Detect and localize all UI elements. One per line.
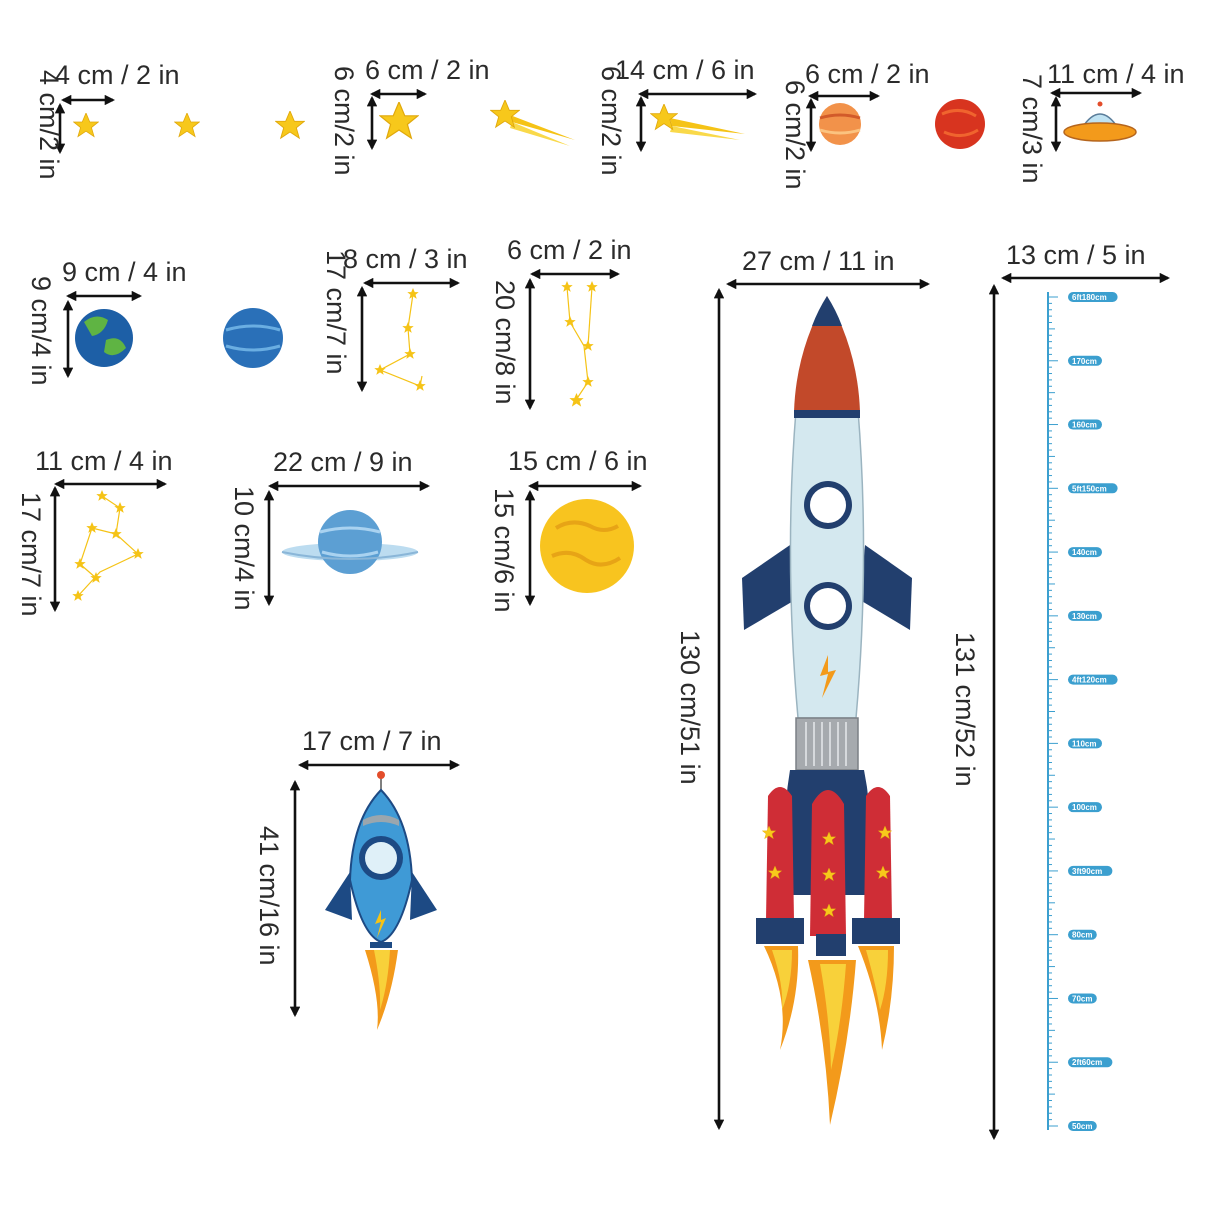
ruler-label-pill (1068, 483, 1118, 494)
ufo-width-label: 11 cm / 4 in (1047, 59, 1185, 89)
constellation-icon (374, 288, 426, 391)
saturn-icon (281, 510, 419, 574)
ruler-label-pill (1068, 1121, 1097, 1131)
height-chart-sticker: 13 cm / 5 in 131 cm/52 in 6ft180cm 170cm 1… (950, 240, 1171, 1141)
ruler-label-pill (1068, 292, 1118, 302)
ruler-label-pill (1068, 993, 1097, 1004)
constellation-c-width-label: 11 cm / 4 in (35, 446, 173, 476)
ruler-label: 80cm (1072, 931, 1092, 940)
sun-width-label: 15 cm / 6 in (508, 446, 648, 476)
constellation-a-width-label: 8 cm / 3 in (343, 244, 468, 274)
ruler-label-pill (1068, 419, 1102, 430)
big-rocket-width-label: 27 cm / 11 in (742, 246, 895, 276)
constellation-b-height-label: 20 cm/8 in (490, 280, 520, 405)
ufo-icon (1063, 101, 1137, 142)
ruler-label: 6ft180cm (1072, 293, 1107, 302)
small-rocket-icon (325, 771, 437, 1030)
ruler-label: 140cm (1072, 548, 1097, 557)
constellation-c-height-label: 17 cm/7 in (16, 492, 46, 617)
ruler-label-pill (1068, 738, 1102, 749)
big-rocket-icon (742, 296, 912, 1125)
ruler-label: 100cm (1072, 803, 1097, 812)
ruler-label: 4ft120cm (1072, 676, 1107, 685)
ufo-height-label: 7 cm/3 in (1017, 74, 1047, 184)
earth-icon (75, 309, 133, 367)
ruler-label-pill (1068, 610, 1102, 621)
ruler-label-pill (1068, 355, 1102, 366)
height-chart-width-label: 13 cm / 5 in (1006, 240, 1146, 270)
small-planets-height-label: 6 cm/2 in (780, 80, 810, 190)
ruler-label: 3ft90cm (1072, 867, 1102, 876)
star-icon (174, 113, 200, 137)
big-rocket-height-label: 130 cm/51 in (675, 630, 705, 785)
ruler-label-pill (1068, 865, 1113, 876)
ruler-label: 110cm (1072, 739, 1096, 748)
ruler-label: 170cm (1072, 357, 1097, 366)
height-ruler: 6ft180cm 170cm 160cm 5ft150cm 140cm 130cm 4ft1… (1047, 292, 1118, 1131)
constellation-icon (561, 281, 598, 407)
earth-width-label: 9 cm / 4 in (62, 257, 187, 287)
big-star-width-label: 6 cm / 2 in (365, 55, 490, 85)
constellation-c-sticker: 11 cm / 4 in 17 cm/7 in (16, 446, 173, 617)
constellation-b-sticker: 6 cm / 2 in 20 cm/8 in (490, 235, 632, 411)
ruler-label: 70cm (1072, 994, 1092, 1003)
star-icon (73, 113, 99, 137)
sun-icon (540, 499, 634, 593)
ruler-label-pill (1068, 547, 1102, 558)
big-rocket-sticker: 27 cm / 11 in 130 cm/51 in (675, 246, 931, 1131)
sun-height-label: 15 cm/6 in (489, 488, 519, 613)
ruler-label: 5ft150cm (1072, 484, 1107, 493)
constellation-b-width-label: 6 cm / 2 in (507, 235, 632, 265)
mars-icon (935, 99, 985, 149)
ruler-label: 2ft60cm (1072, 1058, 1102, 1067)
height-chart-height-label: 131 cm/52 in (950, 632, 980, 787)
ruler-label: 160cm (1072, 421, 1097, 430)
small-planets-width-label: 6 cm / 2 in (805, 59, 930, 89)
comet-sticker: 14 cm / 6 in 6 cm/2 in (596, 55, 758, 176)
earth-height-label: 9 cm/4 in (26, 276, 56, 386)
star-icon (275, 111, 305, 139)
sun-sticker: 15 cm / 6 in 15 cm/6 in (489, 446, 648, 613)
big-star-sticker: 6 cm / 2 in 6 cm/2 in (329, 55, 575, 176)
ruler-label: 50cm (1072, 1122, 1092, 1131)
ruler-label-pill (1068, 674, 1118, 685)
ufo-sticker: 11 cm / 4 in 7 cm/3 in (1017, 59, 1185, 184)
saturn-height-label: 10 cm/4 in (229, 486, 259, 611)
stars-height-label: 4 cm/2 in (34, 70, 64, 180)
saturn-sticker: 22 cm / 9 in 10 cm/4 in (229, 447, 431, 611)
big-star-height-label: 6 cm/2 in (329, 66, 359, 176)
jupiter-icon (819, 103, 861, 145)
comet-width-label: 14 cm / 6 in (615, 55, 755, 85)
comet-icon (650, 104, 745, 140)
ruler-label: 130cm (1072, 612, 1097, 621)
ruler-label-pill (1068, 929, 1097, 940)
comet-height-label: 6 cm/2 in (596, 66, 626, 176)
neptune-icon (223, 308, 283, 368)
constellation-a-sticker: 8 cm / 3 in 17 cm/7 in (321, 244, 468, 393)
stars-width-label: 4 cm / 2 in (55, 60, 180, 90)
small-rocket-width-label: 17 cm / 7 in (302, 726, 442, 756)
saturn-width-label: 22 cm / 9 in (273, 447, 413, 477)
small-rocket-height-label: 41 cm/16 in (254, 826, 284, 966)
stars-sticker: 4 cm / 2 in 4 cm/2 in (34, 60, 305, 180)
comet-icon (490, 100, 575, 146)
small-planets-sticker: 6 cm / 2 in 6 cm/2 in (780, 59, 985, 190)
ruler-label-pill (1068, 802, 1102, 813)
star-icon (379, 102, 419, 139)
earth-sticker: 9 cm / 4 in 9 cm/4 in (26, 257, 283, 386)
constellation-a-height-label: 17 cm/7 in (321, 250, 351, 375)
small-rocket-sticker: 17 cm / 7 in 41 cm/16 in (254, 726, 461, 1030)
ruler-label-pill (1068, 1057, 1113, 1068)
constellation-icon (72, 490, 144, 601)
